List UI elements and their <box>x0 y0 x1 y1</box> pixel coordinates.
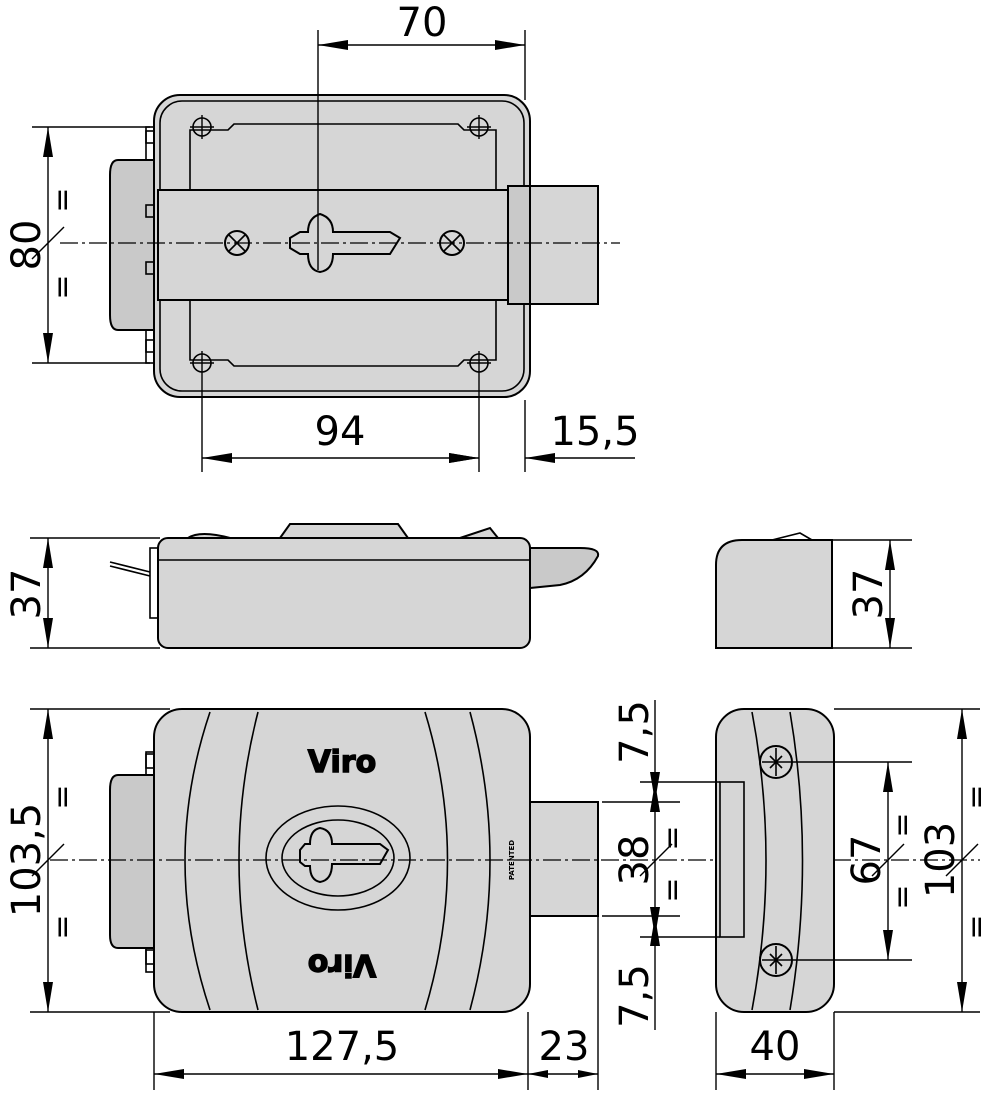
dim-15-5-label: 15,5 <box>550 409 639 455</box>
end-view-slot <box>719 781 745 938</box>
dim-127-5: 127,5 <box>153 1012 528 1090</box>
side-view-key <box>109 561 151 577</box>
top-view-cylinder-knob <box>109 159 159 331</box>
end-view-body <box>715 708 835 1013</box>
front-view-cylinder <box>109 774 159 949</box>
front-view-brand-top: Viro <box>308 745 376 780</box>
dim-side-37: 37 <box>4 537 160 649</box>
dim-23-label: 23 <box>539 1024 590 1070</box>
dim-end-37-label: 37 <box>846 569 892 620</box>
dim-end-slot: 7,5 38 7,5 = = <box>602 700 720 1030</box>
side-view-body <box>157 537 531 649</box>
front-view-keyhole <box>299 826 390 884</box>
end-view-top-screw <box>759 745 793 779</box>
dim-end-38-label: 38 <box>612 835 658 886</box>
side-view: 37 <box>4 523 600 649</box>
front-view-escutcheon-inner <box>281 819 395 897</box>
side-view-bolt-lever <box>529 547 600 590</box>
top-view: 70 80 = = 94 15,5 <box>4 0 640 472</box>
dim-23: 23 <box>527 916 599 1090</box>
top-view-bolt <box>529 185 599 305</box>
end-view-small-body <box>715 539 833 649</box>
dim-80-equal-top: = <box>45 187 80 212</box>
dim-67-equal-top: = <box>885 812 920 837</box>
dim-103: 103 = = <box>834 708 987 1013</box>
top-view-recess <box>189 123 497 367</box>
dim-80-equal-bottom: = <box>45 274 80 299</box>
front-view-brand-bottom: Viro <box>308 947 376 982</box>
dim-end-bottom-7-5-label: 7,5 <box>612 964 658 1028</box>
dim-end-37: 37 <box>832 539 912 649</box>
end-view-bottom-screw <box>759 943 793 977</box>
dim-103-5-equal-bottom: = <box>45 914 80 939</box>
dim-end-top-7-5-label: 7,5 <box>612 700 658 764</box>
dim-127-5-label: 127,5 <box>285 1024 400 1070</box>
top-view-bolt-guide <box>507 185 531 305</box>
dim-end-38-equal-top: = <box>655 825 690 850</box>
dim-103-equal-top: = <box>959 784 987 809</box>
dim-103-label: 103 <box>918 822 964 898</box>
end-view-small-lever <box>771 532 813 541</box>
dim-80-label: 80 <box>4 220 50 271</box>
dim-40-label: 40 <box>750 1024 801 1070</box>
dim-70: 70 <box>317 0 526 270</box>
dim-side-37-label: 37 <box>4 569 50 620</box>
dim-103-5-label: 103,5 <box>4 803 50 918</box>
end-view-ribs <box>751 711 804 1011</box>
dim-103-equal-bottom: = <box>959 914 987 939</box>
dim-94-label: 94 <box>315 409 366 455</box>
dim-end-38-equal-bottom: = <box>655 877 690 902</box>
dim-80: 80 = = <box>4 126 150 364</box>
front-view-escutcheon-outer <box>265 805 411 911</box>
end-view-small: 37 <box>715 532 912 649</box>
front-view-patented: PATENTED <box>508 840 516 880</box>
side-view-flange <box>149 547 159 619</box>
front-view-bolt <box>529 801 599 917</box>
front-view: Viro Viro PATENTED 103,5 = = 127,5 23 <box>4 708 980 1090</box>
dim-67: 67 = = <box>790 761 920 961</box>
dim-70-label: 70 <box>397 0 448 46</box>
top-view-mounting-holes <box>190 115 491 375</box>
dim-67-label: 67 <box>844 835 890 886</box>
dim-67-equal-bottom: = <box>885 884 920 909</box>
front-view-flange-screws <box>145 753 155 965</box>
dim-103-5: 103,5 = = <box>4 708 170 1013</box>
side-view-top-knob <box>278 523 410 539</box>
dim-40: 40 <box>715 1012 835 1090</box>
end-view-large: 7,5 38 7,5 = = 67 = = 103 = = 40 <box>602 700 987 1090</box>
top-view-flange-screws <box>145 130 155 353</box>
dim-15-5: 15,5 <box>449 400 640 472</box>
dim-103-5-equal-top: = <box>45 784 80 809</box>
